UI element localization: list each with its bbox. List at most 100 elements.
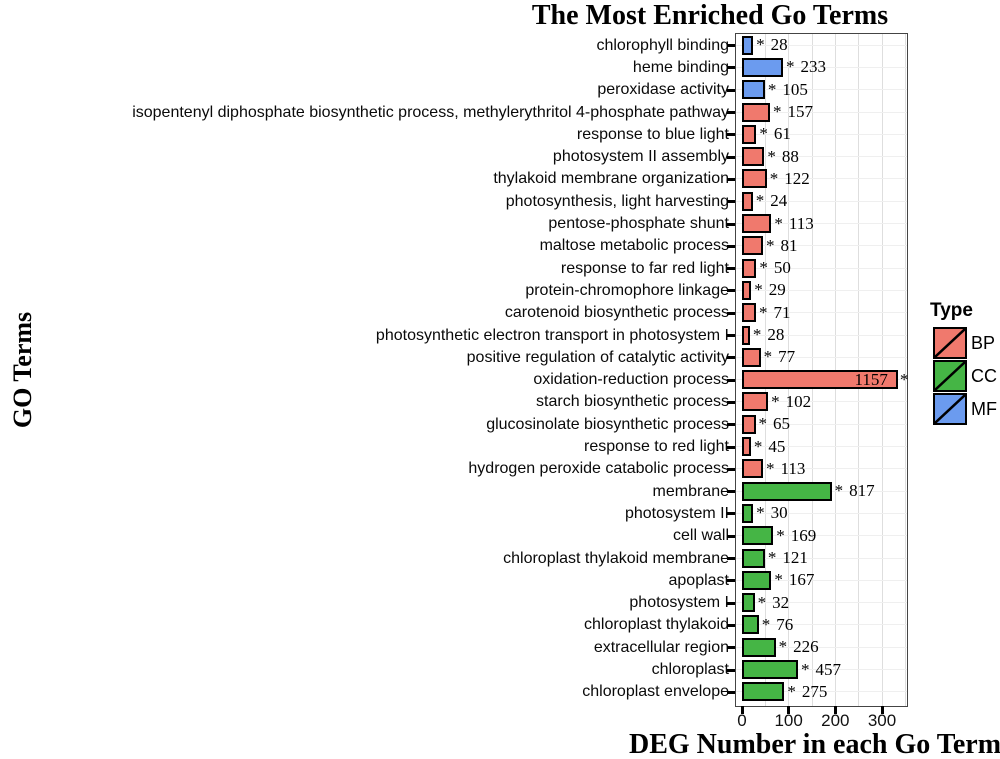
deg-bar-cc [741,615,759,635]
deg-count-label: *169 [776,526,816,546]
significance-asterisk: * [758,414,768,434]
category-gridline [736,579,907,581]
deg-count-label: *113 [766,459,805,479]
deg-count: 71 [773,302,791,322]
significance-asterisk: * [752,325,762,345]
deg-bar-cc [741,503,754,523]
deg-bar-mf [741,80,765,100]
chart-title: The Most Enriched Go Terms [531,0,889,31]
y-axis-title: GO Terms [8,311,37,429]
category-gridline [736,89,907,91]
y-axis-tick [727,177,735,181]
deg-count: 167 [788,570,815,590]
y-axis-tick [727,646,735,650]
deg-bar-bp [741,147,765,167]
category-gridline [736,289,907,291]
x-tick-label: 0 [737,711,747,730]
significance-asterisk: * [763,347,773,367]
deg-count-label: *457 [801,660,841,680]
significance-asterisk: * [767,146,776,166]
significance-asterisk: * [757,592,767,612]
y-axis-tick [727,267,735,271]
deg-count-label: *122 [770,169,810,189]
y-axis-tick [727,356,735,360]
deg-count-label: *71 [759,303,791,323]
y-axis-tick [727,623,735,627]
significance-asterisk: * [834,481,844,501]
category-gridline [736,535,907,537]
go-term-label: photosystem I [629,594,729,612]
legend-label-bp: BP [971,333,996,353]
deg-bar-bp [741,124,757,144]
y-axis-tick [727,601,735,605]
deg-count: 76 [776,614,794,634]
go-term-label: hydrogen peroxide catabolic process [468,460,729,478]
significance-asterisk: * [753,436,763,456]
go-term-label: response to far red light [560,259,729,277]
go-term-label: protein-chromophore linkage [525,281,729,299]
deg-count-label: *157 [773,102,813,122]
significance-asterisk: * [787,681,796,701]
deg-count-label: *817 [835,481,875,501]
significance-asterisk: * [756,503,765,523]
deg-count: 28 [767,325,785,345]
deg-bar-cc [741,637,776,657]
category-gridline [736,624,907,626]
deg-count-label: *24 [756,191,788,211]
deg-count: 29 [768,280,786,300]
deg-count-label: *113 [774,214,813,234]
deg-count-label: *76 [762,615,794,635]
significance-asterisk: * [767,548,777,568]
significance-asterisk: * [759,258,768,278]
category-gridline [736,133,907,135]
deg-count: 50 [773,258,791,278]
vertical-gridline [904,34,906,706]
category-gridline [736,446,907,448]
deg-count: 113 [780,458,806,478]
significance-asterisk: * [899,369,909,389]
deg-bar-cc [741,593,755,613]
go-term-label: peroxidase activity [597,81,729,99]
deg-count-label: *50 [759,258,791,278]
x-axis-tick [833,706,837,714]
go-term-label: thylakoid membrane organization [493,170,729,188]
x-axis-tick [787,706,791,714]
y-axis-tick [727,423,735,427]
deg-count: 113 [788,213,814,233]
deg-count-label: 1157 [854,369,888,389]
category-gridline [736,602,907,604]
deg-count: 88 [781,146,799,166]
category-gridline [736,156,907,158]
go-term-label: chloroplast thylakoid membrane [503,549,729,567]
vertical-gridline [788,34,790,706]
deg-bar-bp [741,258,757,278]
diagonal-slash-icon [935,362,965,390]
significance-asterisk: * [765,235,775,255]
category-gridline [736,512,907,514]
y-axis-tick [727,222,735,226]
y-axis-tick [727,334,735,338]
go-term-label: chloroplast [651,661,729,679]
deg-count-label: *105 [768,80,808,100]
deg-count-label: *121 [768,548,808,568]
go-term-label: glucosinolate biosynthetic process [486,415,729,433]
deg-count: 102 [785,391,812,411]
y-axis-tick [727,88,735,92]
vertical-gridline [881,34,883,706]
deg-bar-bp [741,437,751,457]
category-gridline [736,646,907,648]
deg-count-label: *28 [753,325,785,345]
go-term-label: chloroplast thylakoid [584,616,729,634]
go-term-label: photosynthesis, light harvesting [505,192,729,210]
deg-count-label: *275 [787,682,827,702]
significance-asterisk: * [754,280,763,300]
y-axis-tick [727,400,735,404]
deg-count: 30 [770,503,788,523]
deg-bar-cc [741,682,785,702]
y-axis-tick [727,512,735,516]
deg-bar-bp [741,392,769,412]
deg-count-label: *65 [759,414,791,434]
deg-bar-cc [741,660,798,680]
deg-count: 169 [790,525,817,545]
